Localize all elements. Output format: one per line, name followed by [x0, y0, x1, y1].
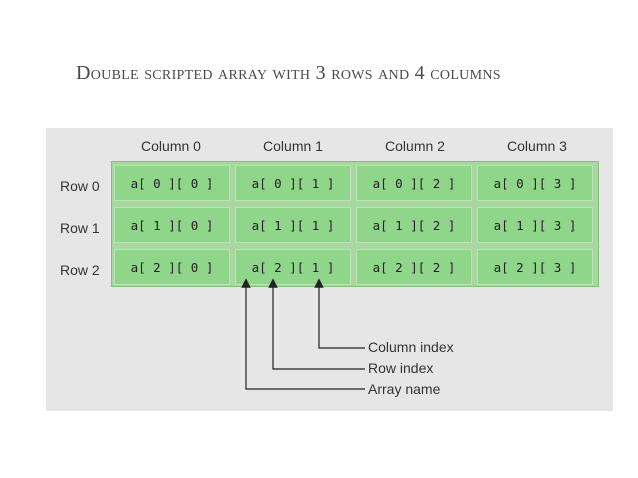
column-header-3: Column 3	[507, 138, 567, 154]
array-cell-2-2: a[ 2 ][ 2 ]	[356, 249, 472, 285]
array-cell-2-0: a[ 2 ][ 0 ]	[114, 249, 230, 285]
row-header-0: Row 0	[60, 178, 100, 194]
array-grid: a[ 0 ][ 0 ] a[ 0 ][ 1 ] a[ 0 ][ 2 ] a[ 0…	[111, 161, 599, 287]
array-diagram-panel: Column 0 Column 1 Column 2 Column 3 Row …	[46, 128, 613, 411]
array-cell-2-1: a[ 2 ][ 1 ]	[235, 249, 351, 285]
array-cell-0-0: a[ 0 ][ 0 ]	[114, 165, 230, 201]
slide-title: Double scripted array with 3 rows and 4 …	[76, 62, 501, 84]
array-cell-0-1: a[ 0 ][ 1 ]	[235, 165, 351, 201]
column-header-1: Column 1	[263, 138, 323, 154]
column-index-label: Column index	[368, 339, 454, 355]
column-header-2: Column 2	[385, 138, 445, 154]
array-cell-1-0: a[ 1 ][ 0 ]	[114, 207, 230, 243]
array-cell-0-3: a[ 0 ][ 3 ]	[477, 165, 593, 201]
row-index-label: Row index	[368, 360, 434, 376]
row-header-1: Row 1	[60, 220, 100, 236]
array-cell-1-2: a[ 1 ][ 2 ]	[356, 207, 472, 243]
annotation-arrows	[241, 278, 365, 390]
array-cell-1-1: a[ 1 ][ 1 ]	[235, 207, 351, 243]
array-cell-2-3: a[ 2 ][ 3 ]	[477, 249, 593, 285]
array-name-label: Array name	[368, 381, 441, 397]
array-cell-1-3: a[ 1 ][ 3 ]	[477, 207, 593, 243]
array-name-arrow	[241, 278, 365, 390]
row-index-arrow	[268, 278, 365, 370]
column-index-arrow	[314, 278, 365, 349]
column-header-0: Column 0	[141, 138, 201, 154]
row-header-2: Row 2	[60, 262, 100, 278]
array-cell-0-2: a[ 0 ][ 2 ]	[356, 165, 472, 201]
